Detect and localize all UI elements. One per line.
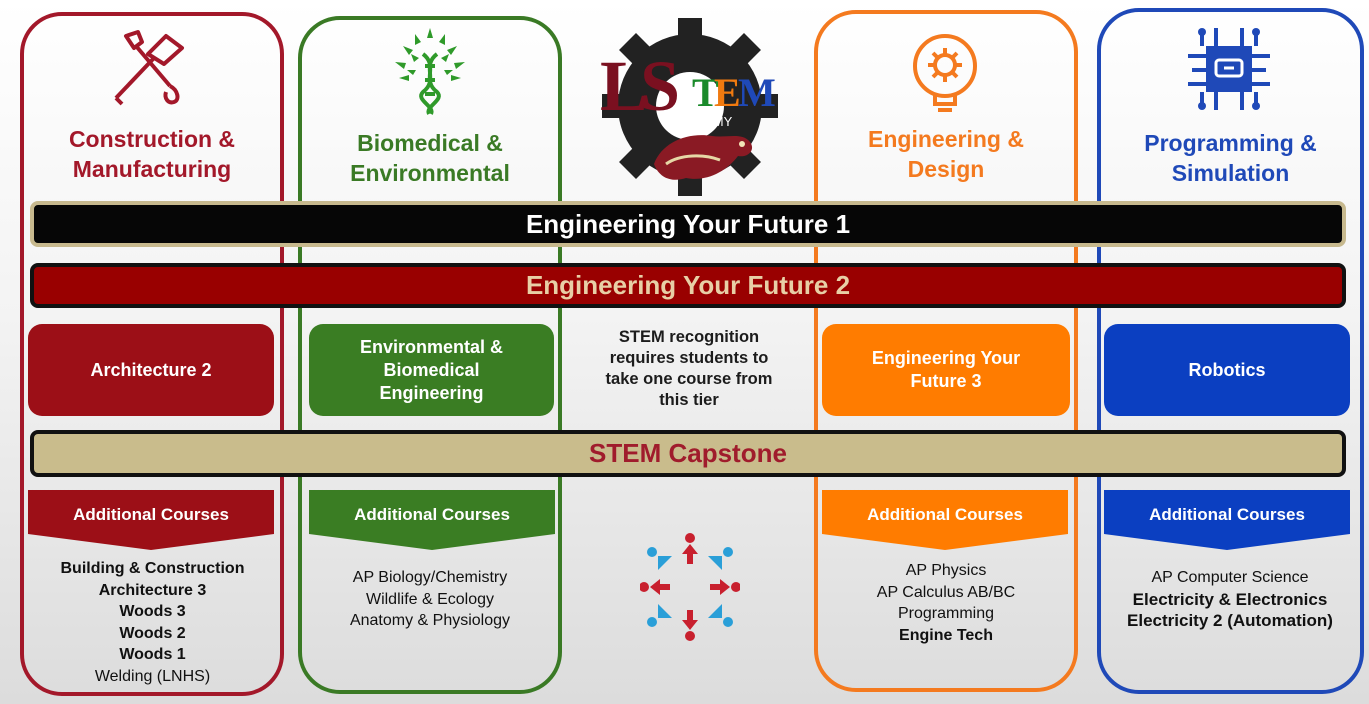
list-item: Programming	[897, 605, 995, 622]
list-item: Anatomy & Physiology	[349, 612, 511, 629]
panther-mascot-icon	[654, 135, 753, 180]
dna-tree-icon	[395, 28, 465, 115]
additional-courses-label: Additional Courses	[1149, 505, 1305, 524]
stem-recognition-note: STEM recognition requires students to ta…	[605, 328, 773, 409]
list-item: Woods 3	[119, 603, 186, 620]
logo-letter-l: L	[600, 46, 648, 126]
lstem-academy-logo: L S T E M ACADEMY	[600, 18, 778, 196]
logo-letter-e: E	[714, 70, 741, 115]
additional-courses-label: Additional Courses	[354, 505, 510, 524]
logo-letter-t: T	[692, 70, 719, 115]
list-item: Welding (LNHS)	[94, 667, 211, 685]
list-item: AP Biology/Chemistry	[352, 569, 508, 586]
list-item: AP Physics	[905, 562, 987, 579]
list-item: Wildlife & Ecology	[365, 590, 495, 608]
additional-courses-list-biomed: AP Biology/Chemistry Wildlife & Ecology …	[300, 567, 560, 632]
tools-icon	[114, 30, 184, 106]
lightbulb-gear-icon	[913, 34, 977, 112]
list-item: Building & Construction	[60, 560, 245, 577]
additional-courses-list-construction: Building & Construction Architecture 3 W…	[30, 558, 275, 687]
logo-subtitle: ACADEMY	[668, 114, 733, 129]
column-biomed-frame	[298, 16, 562, 694]
column-title-construction: Construction & Manufacturing	[68, 126, 236, 182]
tier-stem-capstone: STEM Capstone	[30, 430, 1346, 477]
column-title-programming: Programming & Simulation	[1144, 130, 1317, 186]
logo-letter-s: S	[640, 46, 680, 126]
additional-courses-list-programming: AP Computer Science Electricity & Electr…	[1094, 567, 1366, 632]
circuit-chip-icon	[1188, 28, 1270, 110]
network-arrows-icon	[640, 533, 740, 641]
additional-courses-banner-construction: Additional Courses	[28, 490, 274, 550]
additional-courses-banner-engineering: Additional Courses	[822, 490, 1068, 550]
additional-courses-list-engineering: AP Physics AP Calculus AB/BC Programming…	[816, 560, 1076, 646]
additional-courses-label: Additional Courses	[867, 505, 1023, 524]
list-item: Electricity & Electronics	[1132, 589, 1328, 609]
additional-courses-banner-biomed: Additional Courses	[309, 490, 555, 550]
logo-letter-m: M	[738, 70, 776, 115]
column-engineering-frame	[814, 10, 1078, 692]
list-item: Woods 2	[119, 624, 186, 642]
course-robotics: Robotics	[1104, 324, 1350, 416]
list-item: Engine Tech	[899, 626, 993, 644]
list-item: Electricity 2 (Automation)	[1127, 611, 1333, 630]
course-architecture-2: Architecture 2	[28, 324, 274, 416]
column-title-biomed: Biomedical & Environmental	[350, 130, 510, 186]
course-engineering-your-future-3: Engineering Your Future 3	[822, 324, 1070, 416]
list-item: AP Computer Science	[1151, 569, 1309, 586]
additional-courses-label: Additional Courses	[73, 505, 229, 524]
course-environmental-biomedical-engineering: Environmental & Biomedical Engineering	[309, 324, 554, 416]
list-item: Woods 1	[119, 646, 186, 663]
column-programming-frame	[1097, 8, 1364, 694]
list-item: AP Calculus AB/BC	[876, 583, 1016, 601]
column-construction-frame	[20, 12, 284, 696]
column-title-engineering: Engineering & Design	[868, 126, 1024, 182]
additional-courses-banner-programming: Additional Courses	[1104, 490, 1350, 550]
tier-engineering-your-future-2: Engineering Your Future 2	[30, 263, 1346, 308]
list-item: Architecture 3	[98, 581, 207, 599]
tier-engineering-your-future-1: Engineering Your Future 1	[30, 201, 1346, 247]
